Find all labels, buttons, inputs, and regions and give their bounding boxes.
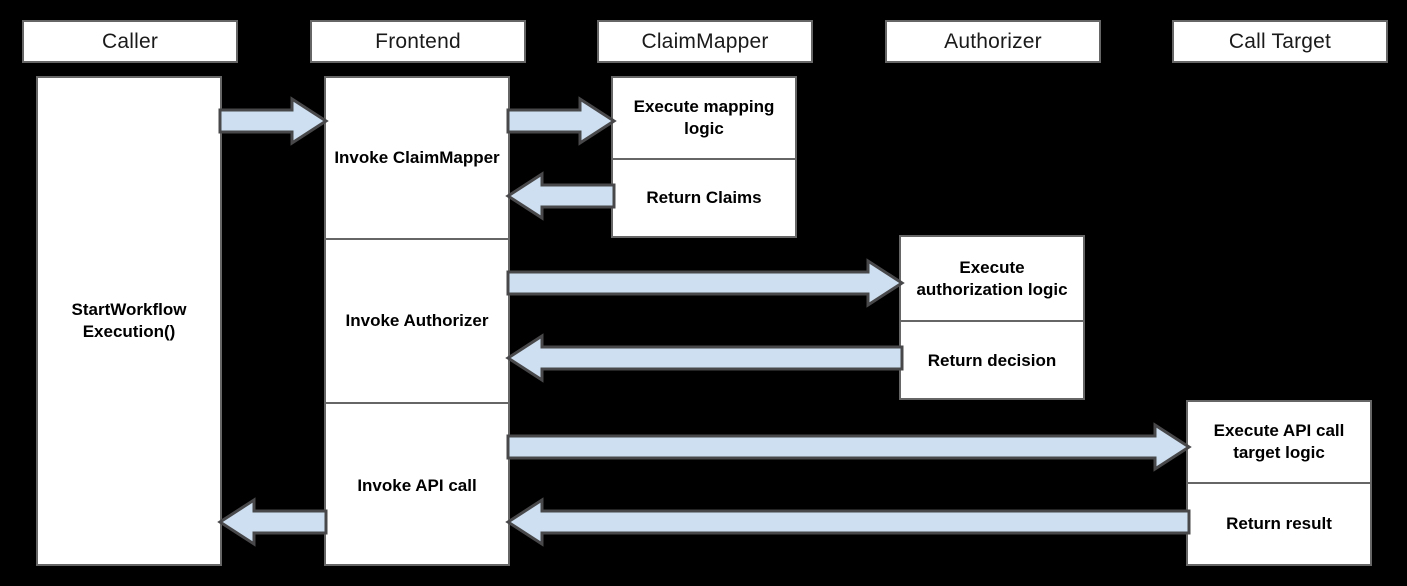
message-arrow-frontend-to-calltarget: [506, 422, 1192, 472]
activation-caller: StartWorkflow Execution(): [36, 76, 222, 566]
lifeline-header-calltarget-label: Call Target: [1228, 29, 1332, 53]
activation-frontend-segment-0-label: Invoke ClaimMapper: [334, 148, 500, 168]
message-arrow-authorizer-to-frontend: [505, 333, 904, 383]
activation-calltarget-segment-0-label: Execute API call target logic: [1213, 421, 1345, 462]
activation-authorizer-segment-0-label: Execute authorization logic: [916, 257, 1068, 299]
activation-authorizer-segment-1-label: Return decision: [927, 351, 1057, 371]
activation-caller-segment-0-label: StartWorkflow Execution(): [71, 300, 187, 341]
activation-calltarget-segment-1-label: Return result: [1226, 514, 1332, 534]
activation-frontend-segment-1-label: Invoke Authorizer: [345, 311, 489, 331]
activation-authorizer-segment-0: Execute authorization logic: [901, 237, 1083, 320]
message-arrow-frontend-to-caller: [217, 497, 328, 547]
activation-authorizer-segment-1: Return decision: [901, 320, 1083, 400]
lifeline-header-claimmapper: ClaimMapper: [597, 20, 813, 63]
lifeline-header-caller: Caller: [22, 20, 238, 63]
message-arrow-calltarget-to-frontend: [505, 497, 1191, 547]
message-arrow-claimmapper-to-frontend: [505, 171, 616, 221]
activation-claimmapper-segment-0-label: Execute mapping logic: [633, 97, 775, 138]
lifeline-header-authorizer-label: Authorizer: [944, 29, 1042, 53]
activation-calltarget-segment-0: Execute API call target logic: [1188, 402, 1370, 482]
activation-calltarget: Execute API call target logic Return res…: [1186, 400, 1372, 566]
message-arrow-frontend-to-authorizer: [506, 258, 905, 308]
activation-claimmapper-segment-0: Execute mapping logic: [613, 78, 795, 158]
activation-frontend-segment-0: Invoke ClaimMapper: [326, 78, 508, 238]
activation-claimmapper-segment-1-label: Return Claims: [646, 188, 762, 208]
message-arrow-caller-to-frontend: [218, 96, 329, 146]
lifeline-header-claimmapper-label: ClaimMapper: [641, 29, 769, 53]
activation-frontend-segment-1: Invoke Authorizer: [326, 238, 508, 402]
activation-caller-segment-0: StartWorkflow Execution(): [38, 78, 220, 564]
lifeline-header-frontend: Frontend: [310, 20, 526, 63]
activation-calltarget-segment-1: Return result: [1188, 482, 1370, 564]
activation-authorizer: Execute authorization logic Return decis…: [899, 235, 1085, 400]
lifeline-header-authorizer: Authorizer: [885, 20, 1101, 63]
activation-frontend: Invoke ClaimMapper Invoke Authorizer Inv…: [324, 76, 510, 566]
lifeline-header-caller-label: Caller: [101, 29, 159, 53]
activation-frontend-segment-2-label: Invoke API call: [357, 476, 477, 496]
activation-claimmapper: Execute mapping logic Return Claims: [611, 76, 797, 238]
activation-frontend-segment-2: Invoke API call: [326, 402, 508, 568]
activation-claimmapper-segment-1: Return Claims: [613, 158, 795, 236]
message-arrow-frontend-to-claimmapper: [506, 96, 617, 146]
lifeline-header-frontend-label: Frontend: [375, 29, 461, 53]
lifeline-header-calltarget: Call Target: [1172, 20, 1388, 63]
